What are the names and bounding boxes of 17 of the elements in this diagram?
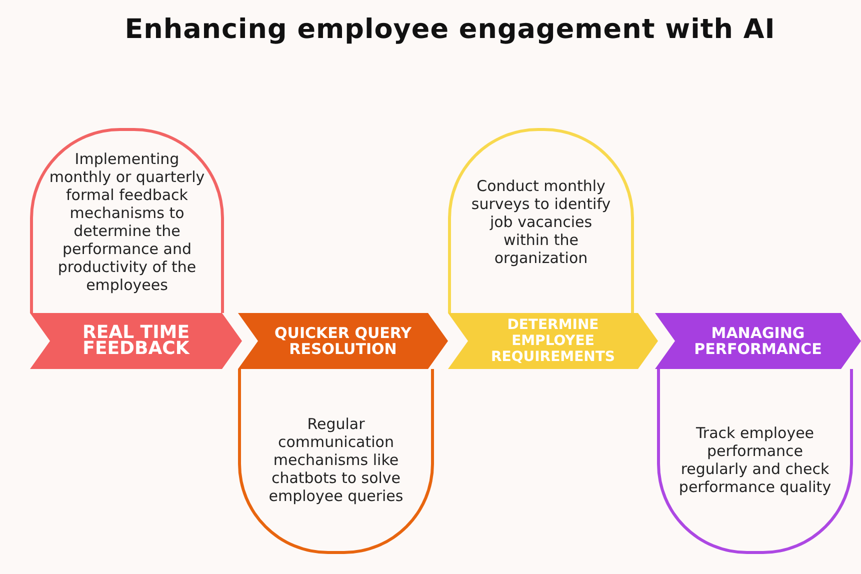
banner-title: REAL TIME FEEDBACK (81, 325, 191, 357)
description-card (30, 128, 224, 313)
banner-title: DETERMINE EMPLOYEE REQUIREMENTS (490, 317, 616, 365)
description-text: Conduct monthly surveys to identify job vacancies within the organization (470, 177, 612, 267)
banner-title: MANAGING PERFORMANCE (693, 325, 823, 357)
title: Enhancing employee engagement with AI (124, 14, 776, 45)
description-card (657, 369, 853, 554)
chevron-banner (30, 313, 242, 369)
chevron-banner (448, 313, 658, 369)
description-text: Implementing monthly or quarterly formal feedback mechanisms to determine the performance and productivity of the employees (48, 150, 206, 294)
description-text: Regular communication mechanisms like chatbots to solve employee queries (268, 415, 404, 505)
banner-title: QUICKER QUERY RESOLUTION (274, 325, 412, 357)
description-text: Track employee performance regularly and check performance quality (678, 424, 832, 496)
chevron-banner (655, 313, 861, 369)
description-card (448, 128, 634, 313)
chevron-banner (238, 313, 448, 369)
description-card (238, 369, 434, 554)
